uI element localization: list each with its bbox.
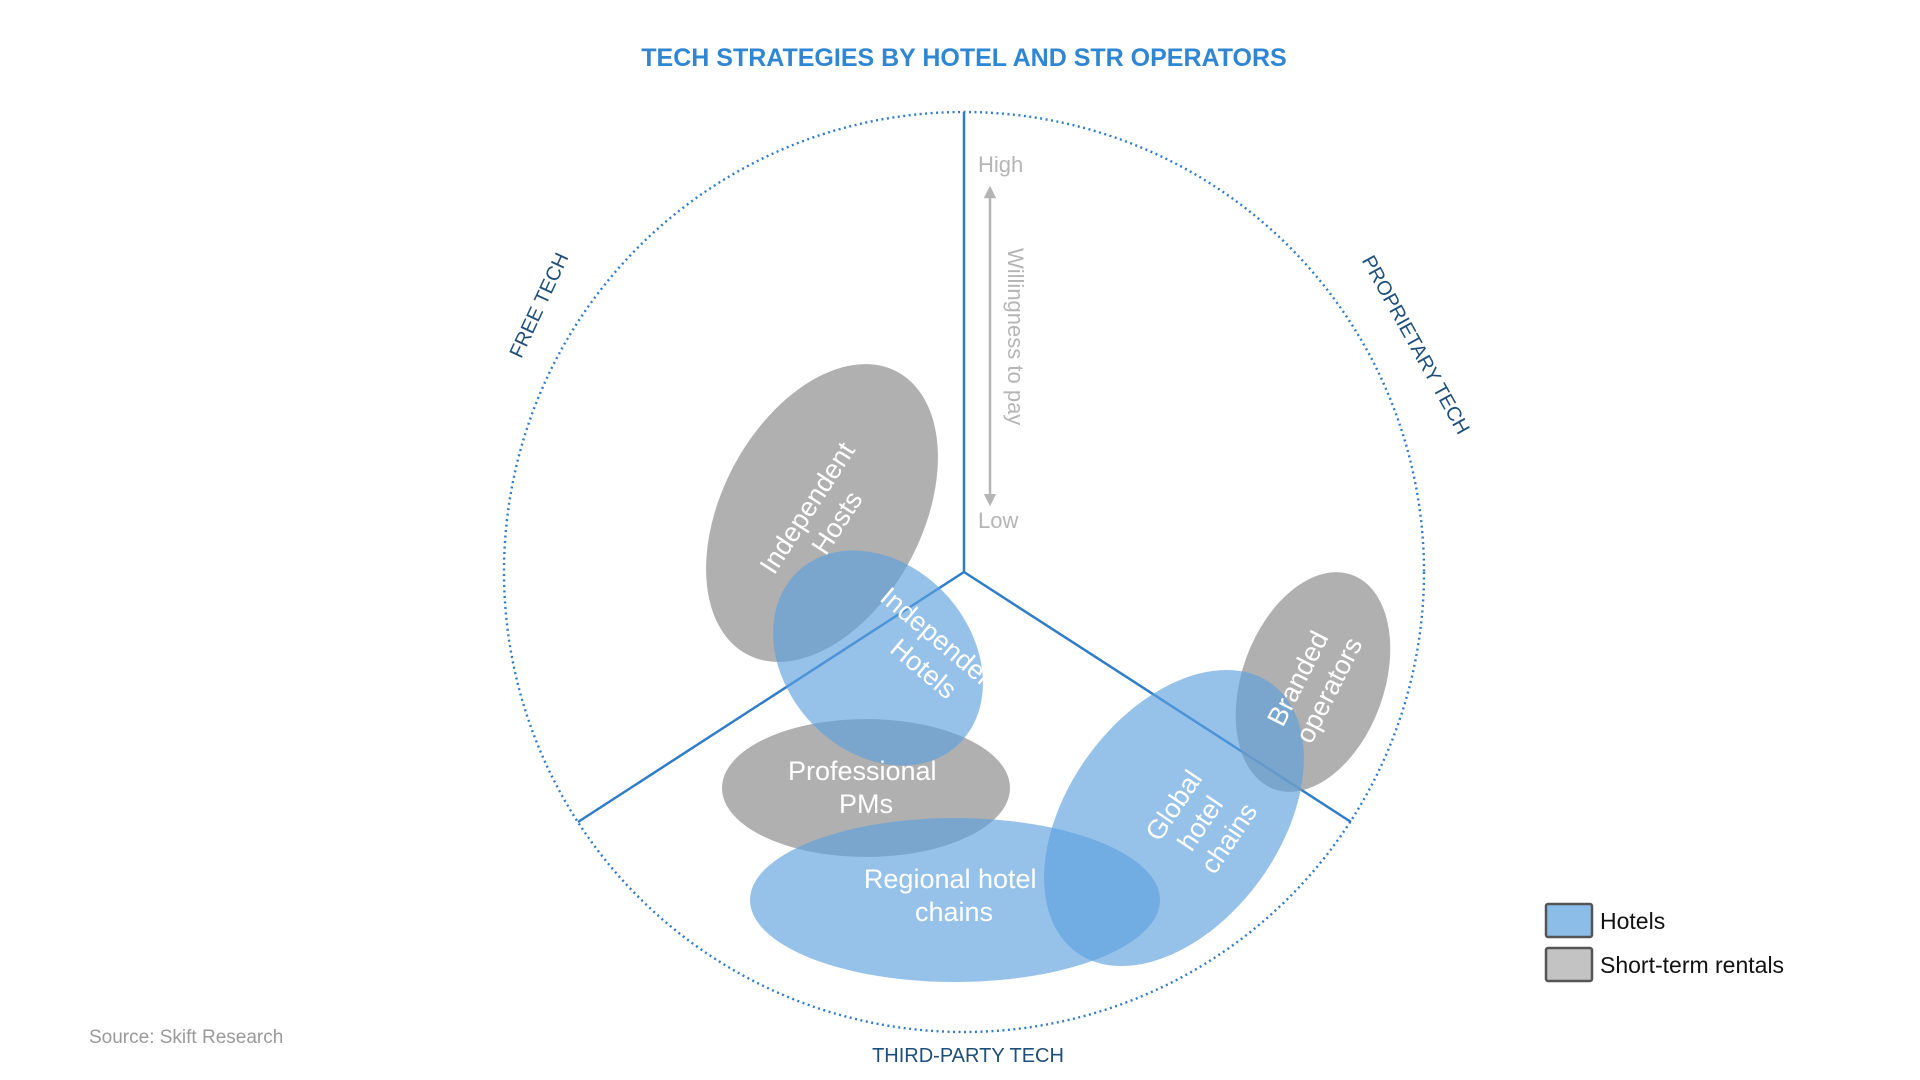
blob-independent-hotels: [773, 550, 983, 766]
sector-label-free-tech: FREE TECH: [506, 250, 574, 362]
axis-high-label: High: [978, 152, 1023, 177]
axis-willingness-label: Willingness to pay: [1003, 248, 1028, 425]
legend-swatch-hotels: [1544, 902, 1594, 939]
sector-label-proprietary-tech: PROPRIETARY TECH: [1357, 252, 1474, 438]
legend-swatch-short-term-rentals: [1544, 946, 1594, 983]
legend-label-short-term-rentals: Short-term rentals: [1600, 952, 1784, 978]
label-line: Professional: [788, 756, 937, 786]
sector-label-third-party-tech: THIRD-PARTY TECH: [872, 1045, 1064, 1067]
source-note: Source: Skift Research: [89, 1027, 283, 1048]
label-line: PMs: [839, 789, 893, 819]
axis-low-label: Low: [978, 508, 1018, 533]
blob-global-hotel-chains: [1044, 669, 1304, 967]
legend-label-hotels: Hotels: [1600, 908, 1665, 934]
label-line: chains: [915, 897, 993, 927]
label-regional-hotel-chains: Regional hotel chains: [864, 864, 1044, 927]
label-line: Regional hotel: [864, 864, 1037, 894]
diagram-title: TECH STRATEGIES BY HOTEL AND STR OPERATO…: [641, 44, 1286, 72]
label-professional-pms: Professional PMs: [788, 756, 944, 819]
